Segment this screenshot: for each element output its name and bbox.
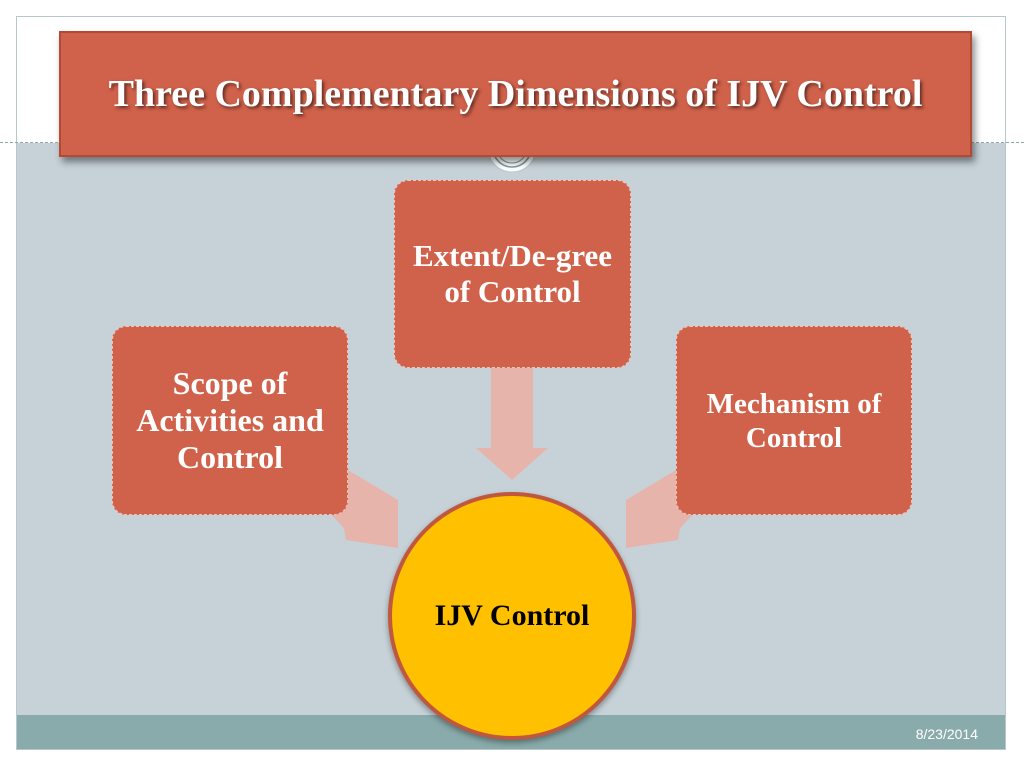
center-node-label: IJV Control [434,599,590,632]
node-extent-of-control: Extent/De-gree of Control [394,180,631,368]
center-node-ijv-control: IJV Control [388,492,636,740]
arrow-top [476,368,548,480]
page-title: Three Complementary Dimensions of IJV Co… [108,73,923,115]
node-scope-of-activities: Scope of Activities and Control [112,326,348,515]
node-mechanism-of-control: Mechanism of Control [676,326,912,515]
slide-date: 8/23/2014 [915,726,978,742]
title-box: Three Complementary Dimensions of IJV Co… [59,31,972,157]
